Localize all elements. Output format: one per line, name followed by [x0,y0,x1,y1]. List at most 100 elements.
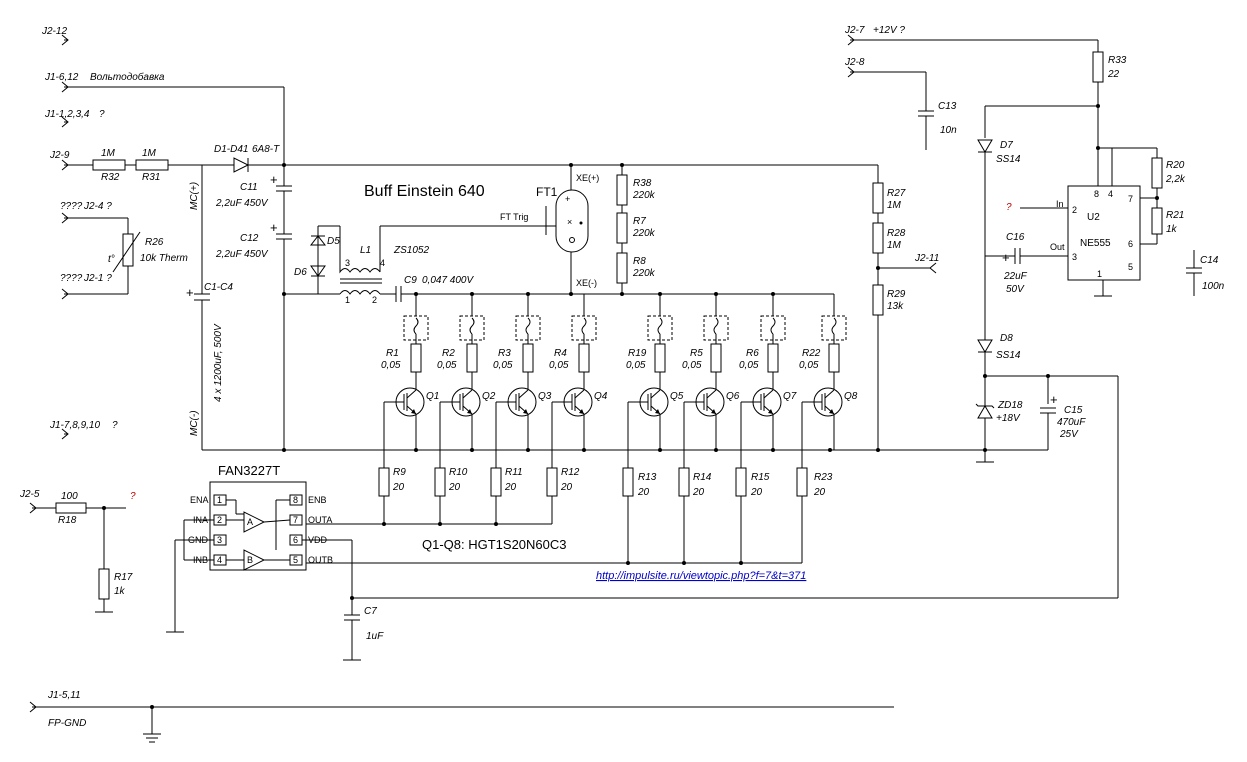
svg-text:R31: R31 [142,172,160,183]
resistor-r33: R33 22 [1092,51,1127,83]
svg-text:4: 4 [217,555,222,565]
svg-text:C9: C9 [404,275,417,286]
connector-j2-11: J2-11 [914,253,939,274]
svg-text:4 x 1200uF, 500V: 4 x 1200uF, 500V [213,323,224,402]
svg-text:FT Trig: FT Trig [500,212,528,222]
svg-text:20: 20 [750,487,763,498]
svg-text:1: 1 [217,495,222,505]
svg-text:R14: R14 [693,472,712,483]
svg-text:R1: R1 [386,348,399,359]
svg-text:R23: R23 [814,472,833,483]
resistor-r28: R28 1M [872,222,906,254]
svg-text:L1: L1 [360,245,371,256]
svg-text:+: + [270,172,278,187]
svg-text:Q1: Q1 [426,391,439,402]
svg-text:220k: 220k [632,228,656,239]
svg-text:8: 8 [293,495,298,505]
svg-text:+: + [565,194,570,204]
svg-text:R11: R11 [505,467,523,478]
svg-text:2,2uF 450V: 2,2uF 450V [215,249,269,260]
svg-text:FT1: FT1 [536,185,558,199]
svg-text:3: 3 [217,535,222,545]
svg-text:Q6: Q6 [726,391,740,402]
svg-text:R26: R26 [145,237,164,248]
svg-text:OUTA: OUTA [308,515,332,525]
svg-text:22uF: 22uF [1003,271,1028,282]
capacitor-c16: C16 + 22uF 50V [1002,232,1028,295]
svg-text:J2-7: J2-7 [844,25,865,36]
svg-text:+: + [270,220,278,235]
svg-text:4: 4 [1108,189,1113,199]
capacitor-c12: + C12 2,2uF 450V [215,220,292,260]
svg-text:0,05: 0,05 [799,360,819,371]
svg-text:FP-GND: FP-GND [48,718,86,729]
svg-text:1uF: 1uF [366,631,384,642]
svg-text:D7: D7 [1000,140,1013,151]
svg-text:R38: R38 [633,178,652,189]
svg-text:Q4: Q4 [594,391,608,402]
capacitor-c15: + C15 470uF 25V [1040,392,1086,440]
svg-text:C13: C13 [938,101,957,112]
resistor-r31: 1M R31 [135,148,169,183]
svg-text:C14: C14 [1200,255,1219,266]
svg-text:10n: 10n [940,125,957,136]
resistor-r29: R29 13k [872,284,906,316]
svg-text:2: 2 [1072,205,1077,215]
svg-text:R28: R28 [887,228,906,239]
svg-text:C15: C15 [1064,405,1083,416]
capacitor-c1-c4: + C1-C4 4 x 1200uF, 500V [186,282,233,402]
svg-text:Q2: Q2 [482,391,496,402]
svg-text:0,05: 0,05 [626,360,646,371]
connector-j2-1: ???? J2-1 ? [60,273,128,300]
svg-text:470uF: 470uF [1057,417,1086,428]
svg-text:ENB: ENB [308,495,327,505]
svg-text:R19: R19 [628,348,647,359]
svg-text:J1-5,11: J1-5,11 [47,690,81,701]
svg-text:20: 20 [560,482,573,493]
diodes-d5-d6: D5 D6 [294,225,341,294]
svg-text:5: 5 [293,555,298,565]
svg-text:C7: C7 [364,606,377,617]
svg-text:2,2uF 450V: 2,2uF 450V [215,198,269,209]
svg-text:XE(+): XE(+) [576,173,599,183]
diode-d7: D7 SS14 [977,139,1021,165]
igbt-stage-q4: R4 0,05 Q4 [549,294,608,468]
svg-text:1M: 1M [142,148,157,159]
connector-j1-5-11: J1-5,11 FP-GND [29,690,894,743]
svg-text:Q3: Q3 [538,391,552,402]
svg-text:R4: R4 [554,348,567,359]
svg-text:SS14: SS14 [996,154,1021,165]
svg-text:U2: U2 [1087,212,1100,223]
svg-text:1: 1 [1097,269,1102,279]
svg-text:D5: D5 [327,236,340,247]
svg-text:?: ? [112,420,118,431]
svg-text:?: ? [1006,202,1012,213]
svg-text:0,05: 0,05 [682,360,702,371]
svg-text:R12: R12 [561,467,580,478]
svg-text:7: 7 [293,515,298,525]
capacitor-c9: C9 0,047 400V [395,275,474,302]
flash-tube-ft1: + × FT1 FT Trig XE(+) XE(-) [500,165,599,294]
svg-text:R8: R8 [633,256,646,267]
igbt-stage-q7: R6 0,05 Q7 [739,294,797,468]
j2-12-label: J2-12 [41,26,67,37]
resistor-r7: R7 220k [616,212,656,244]
svg-text:C16: C16 [1006,232,1025,243]
svg-text:1k: 1k [114,586,126,597]
svg-text:R3: R3 [498,348,511,359]
svg-text:8: 8 [1094,189,1099,199]
connector-j1-78910: J1-7,8,9,10 ? [49,420,118,440]
svg-text:1M: 1M [887,240,902,251]
j1-1234-label: J1-1,2,3,4 [44,109,90,120]
svg-text:6: 6 [1128,239,1133,249]
diode-d1-d41: D1-D41 6A8-T [214,144,280,173]
reference-link[interactable]: http://impulsite.ru/viewtopic.php?f=7&t=… [596,570,806,582]
svg-text:1M: 1M [101,148,116,159]
svg-text:J2-8: J2-8 [844,57,865,68]
svg-text:20: 20 [504,482,517,493]
capacitor-c11: + C11 2,2uF 450V [215,172,292,209]
svg-text:2: 2 [217,515,222,525]
j1-1234-question: ? [99,109,105,120]
svg-text:A: A [247,517,253,527]
svg-text:C12: C12 [240,233,259,244]
